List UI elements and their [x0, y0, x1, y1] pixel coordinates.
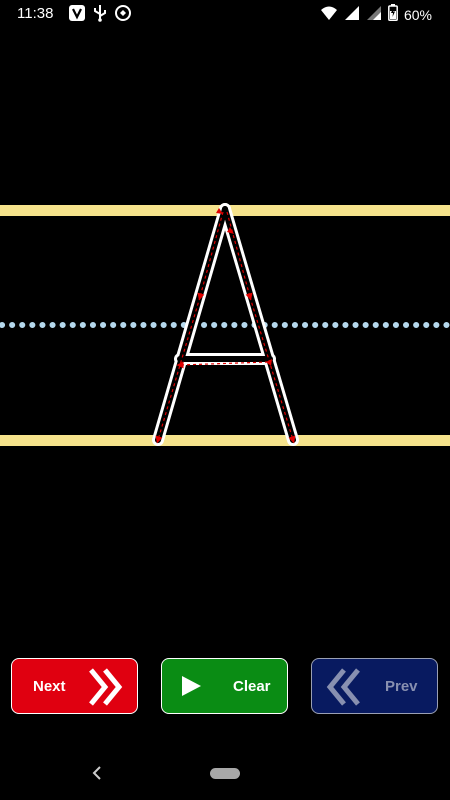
double-chevron-left-icon [324, 668, 360, 711]
status-notification-icons [68, 4, 132, 27]
battery-icon [388, 4, 398, 26]
wifi-icon [320, 5, 338, 26]
clear-button[interactable]: Clear [161, 658, 288, 714]
bottom-guide-line [0, 435, 450, 446]
usb-icon [92, 4, 108, 27]
start-markers [216, 208, 272, 366]
status-bar: 11:38 [0, 0, 450, 28]
clear-button-label: Clear [233, 678, 271, 695]
system-navigation-bar [0, 748, 450, 800]
direction-guides [155, 211, 296, 444]
status-system-icons: 60% [320, 4, 432, 26]
battery-percentage: 60% [403, 7, 432, 23]
prev-button[interactable]: Prev [311, 658, 438, 714]
status-time: 11:38 [17, 5, 54, 22]
prev-button-label: Prev [385, 678, 418, 695]
next-button[interactable]: Next [11, 658, 138, 714]
signal-icon-2 [366, 5, 382, 26]
home-pill[interactable] [210, 768, 240, 779]
sync-icon [114, 4, 132, 27]
next-button-label: Next [33, 678, 66, 695]
vivaldi-icon [68, 4, 86, 27]
back-chevron-icon[interactable] [90, 764, 104, 787]
play-icon [180, 675, 202, 702]
signal-icon [344, 5, 360, 26]
tracing-canvas[interactable] [0, 0, 450, 640]
double-chevron-right-icon [89, 668, 125, 711]
